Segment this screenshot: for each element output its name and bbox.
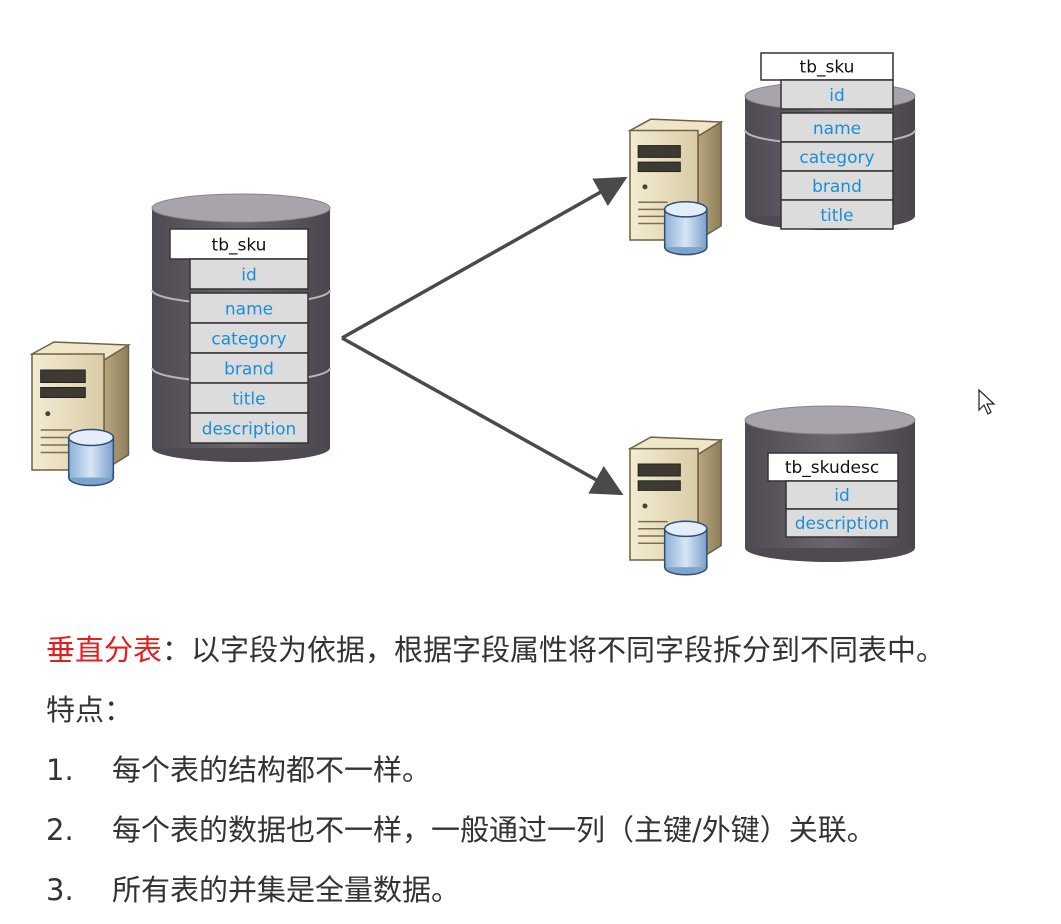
feature-item: 1. 每个表的结构都不一样。 xyxy=(46,740,1056,800)
field-cell xyxy=(189,412,309,444)
arrow-to-top xyxy=(341,176,628,340)
field-name: name xyxy=(813,119,861,139)
field-cell xyxy=(780,170,894,201)
field-name: id xyxy=(834,486,850,506)
split-arrows xyxy=(341,176,628,496)
table-name: tb_sku xyxy=(800,57,855,77)
field-name: brand xyxy=(812,177,862,197)
feature-item: 2. 每个表的数据也不一样，一般通过一列（主键/外键）关联。 xyxy=(46,800,1056,860)
feature-text: 每个表的结构都不一样。 xyxy=(112,753,432,787)
field-name: category xyxy=(799,148,874,168)
field-name: category xyxy=(211,330,286,350)
definition-term: 垂直分表 xyxy=(46,633,163,667)
feature-number: 2. xyxy=(46,813,74,847)
field-name: title xyxy=(820,206,853,226)
field-name: name xyxy=(225,300,273,320)
field-name: description xyxy=(795,514,890,534)
field-cell xyxy=(189,292,309,324)
feature-number: 3. xyxy=(46,873,74,907)
feature-text: 每个表的数据也不一样，一般通过一列（主键/外键）关联。 xyxy=(112,813,876,847)
field-name: brand xyxy=(224,360,274,380)
definition-body: ：以字段为依据，根据字段属性将不同字段拆分到不同表中。 xyxy=(162,633,946,667)
definition-line: 垂直分表：以字段为依据，根据字段属性将不同字段拆分到不同表中。 xyxy=(46,620,1056,680)
field-name: id xyxy=(241,266,257,286)
field-cell xyxy=(189,258,309,290)
field-cell xyxy=(785,508,899,538)
field-cell xyxy=(189,382,309,414)
feature-text: 所有表的并集是全量数据。 xyxy=(112,873,461,907)
server-icon xyxy=(627,118,724,256)
field-name: id xyxy=(829,86,845,106)
table-name: tb_skudesc xyxy=(785,458,879,478)
features-heading: 特点： xyxy=(46,693,134,727)
field-cell xyxy=(785,480,899,510)
feature-item: 3. 所有表的并集是全量数据。 xyxy=(46,860,1056,920)
field-cell xyxy=(189,322,309,354)
field-cell xyxy=(780,79,894,110)
mouse-cursor-icon xyxy=(978,388,996,415)
vertical-split-diagram: tb_skuidnamecategorybrandtitledescriptio… xyxy=(29,52,996,576)
table-name: tb_sku xyxy=(212,236,267,256)
field-cell xyxy=(780,199,894,230)
field-cell xyxy=(780,112,894,143)
feature-number: 1. xyxy=(46,753,74,787)
arrow-to-bottom xyxy=(341,336,624,496)
server-icon xyxy=(627,436,724,576)
description-text: 垂直分表：以字段为依据，根据字段属性将不同字段拆分到不同表中。 特点： 1. 每个… xyxy=(46,620,1056,920)
server-icon xyxy=(29,341,131,487)
field-name: title xyxy=(232,390,265,410)
field-name: description xyxy=(202,420,297,440)
